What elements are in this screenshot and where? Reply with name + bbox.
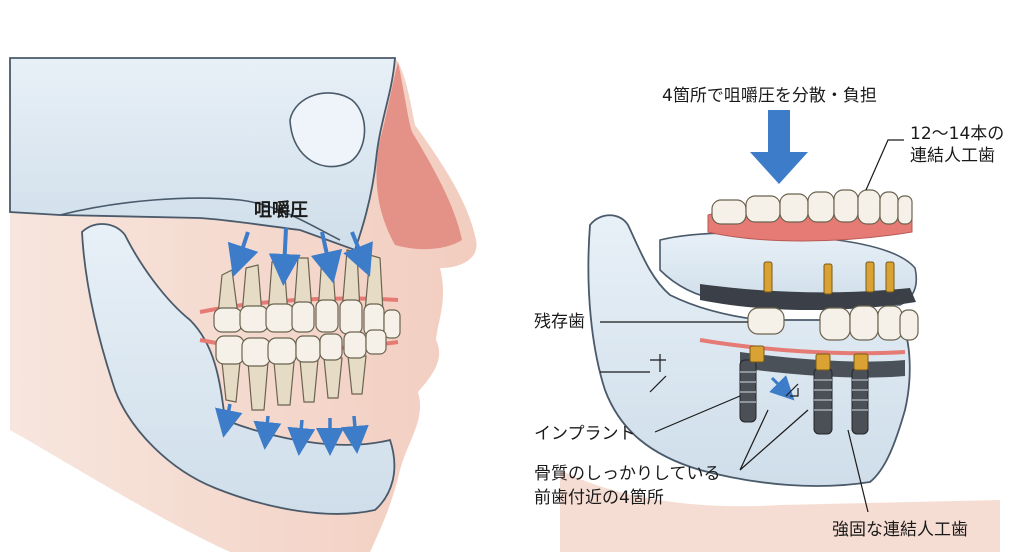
down-arrow-icon-large (750, 110, 808, 184)
eye-socket (289, 92, 366, 168)
down-arrow-icon (215, 403, 369, 456)
implant-label: インプラント (534, 424, 636, 444)
right-skin (560, 470, 1000, 552)
pressure-label: 咀嚼圧 (254, 200, 308, 221)
upper-prosthesis-teeth (711, 189, 913, 225)
cheek-bone (59, 197, 341, 241)
bone-marker-icon (649, 354, 799, 397)
remaining-tooth (747, 307, 785, 335)
nose-tissue (376, 62, 462, 250)
strong-bridge-label: 強固な連結人工歯 (832, 520, 968, 540)
right-implant-illustration (560, 110, 1000, 552)
upper-frame-bar (700, 284, 916, 311)
remaining-tooth-label: 残存歯 (534, 312, 585, 332)
mandible (81, 223, 396, 515)
left-skull-illustration (9, 57, 477, 552)
implant-screw-icon (739, 345, 869, 435)
bone-label-line1: 骨質のしっかりしている (534, 464, 721, 484)
pressure-arrow-icon (227, 227, 373, 286)
bone-label-line2: 前歯付近の4箇所 (534, 488, 664, 508)
lower-bridge-teeth (819, 305, 919, 341)
lower-gum-right (699, 338, 906, 356)
lower-teeth (215, 329, 387, 411)
bridge-label-line2: 連結人工歯 (910, 146, 995, 166)
leader-lines (600, 139, 904, 513)
upper-implant-screw-icon (763, 261, 895, 295)
bridge-label-line1: 12〜14本の (910, 124, 1005, 144)
top-caption: 4箇所で咀嚼圧を分散・負担 (662, 86, 877, 106)
bone-pressure-arrow-icon (769, 375, 795, 401)
